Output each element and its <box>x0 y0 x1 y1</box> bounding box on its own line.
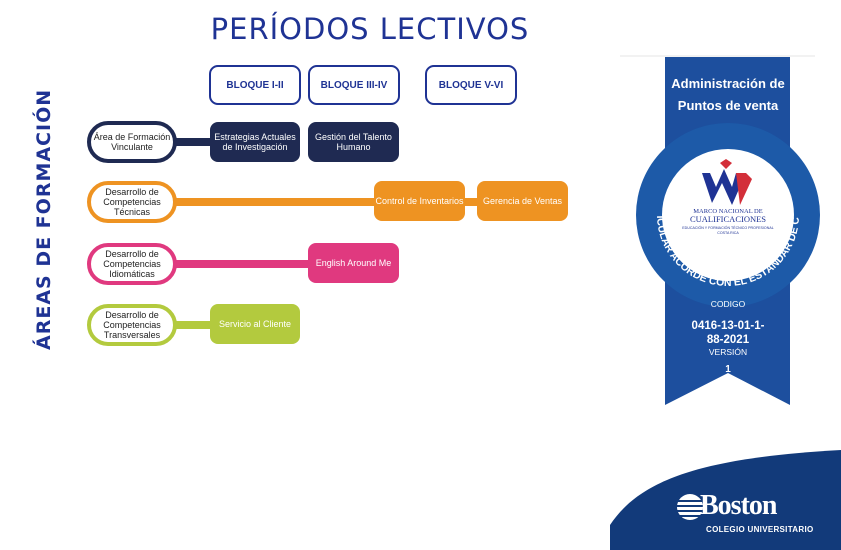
connector-transversales <box>170 321 220 329</box>
bloque-5-6: BLOQUE V-VI <box>425 65 517 105</box>
brand-name: Boston <box>700 490 777 521</box>
mnc-logo-icon <box>702 159 752 205</box>
logo-line3: EDUCACIÓN Y FORMACIÓN TÉCNICO PROFESIONA… <box>682 225 773 230</box>
logo-line4: COSTA RICA <box>717 231 739 235</box>
course-gestion-talento-humano: Gestión del Talento Humano <box>308 122 399 162</box>
badge-title-line1: Administración de <box>671 76 784 91</box>
course-control-inventarios: Control de Inventarios <box>374 181 465 221</box>
codigo-label: CODIGO <box>711 299 746 309</box>
course-estrategias-investigacion: Estrategias Actuales de Investigación <box>210 122 300 162</box>
area-idiomaticas: Desarrollo de Competencias Idiomáticas <box>87 243 177 285</box>
codigo-line2: 88-2021 <box>707 334 750 346</box>
boston-logo-icon <box>677 494 703 520</box>
codigo-line1: 0416-13-01-1- <box>692 320 765 332</box>
connector-idiomaticas <box>170 260 320 268</box>
seal-center <box>662 149 794 281</box>
connector-vinculante <box>170 138 220 146</box>
version-label: VERSIÓN <box>709 347 747 357</box>
course-english-around-me: English Around Me <box>308 243 399 283</box>
badge-title-line2: Puntos de venta <box>678 98 779 113</box>
brand-sub: COLEGIO UNIVERSITARIO <box>706 525 814 534</box>
bloque-1-2: BLOQUE I-II <box>209 65 301 105</box>
bloque-3-4: BLOQUE III-IV <box>308 65 400 105</box>
qualification-badge: DISEÑO CURRICULAR ACORDE CON EL ESTÁNDAR… <box>620 55 820 405</box>
version-value: 1 <box>725 364 731 375</box>
area-tecnicas: Desarrollo de Competencias Técnicas <box>87 181 177 223</box>
side-title: ÁREAS DE FORMACIÓN <box>33 88 55 350</box>
logo-line1: MARCO NACIONAL DE <box>693 208 762 215</box>
course-servicio-cliente: Servicio al Cliente <box>210 304 300 344</box>
area-vinculante: Área de Formación Vinculante <box>87 121 177 163</box>
brand-panel <box>610 450 841 550</box>
area-transversales: Desarrollo de Competencias Transversales <box>87 304 177 346</box>
course-gerencia-ventas: Gerencia de Ventas <box>477 181 568 221</box>
connector-tecnicas <box>170 198 490 206</box>
page-title: PERÍODOS LECTIVOS <box>210 12 530 46</box>
logo-line2: CUALIFICACIONES <box>690 214 766 224</box>
